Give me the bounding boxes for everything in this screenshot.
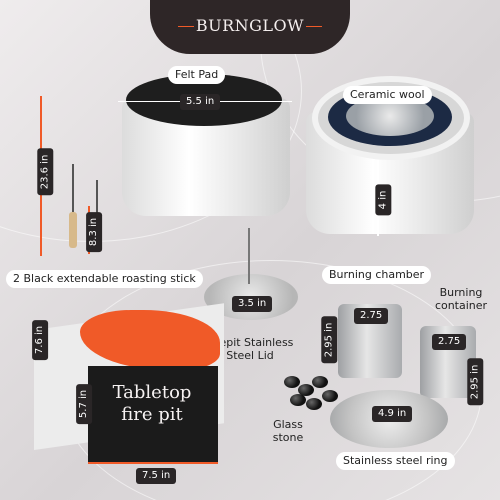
ring-width-dim: 4.9 in [372,406,413,422]
roasting-stick [96,180,98,228]
box-height-dim: 5.7 in [76,383,93,425]
felt-pad-label: Felt Pad [168,66,226,84]
chamber-width-dim: 2.75 [354,308,389,324]
stick-long-dim: 23.6 in [37,148,54,196]
glass-stone [284,376,300,388]
glass-stone [322,390,338,402]
glass-stone [312,376,328,388]
box-title: Tabletop fire pit [112,382,192,425]
box-depth-dim: 7.6 in [32,319,49,361]
chamber-height-dim: 2.95 in [321,316,338,364]
box-width-ruler [88,462,218,464]
brand-line [178,26,194,27]
roasting-stick-handle [69,212,77,248]
glass-stone [298,384,314,396]
burning-chamber-label: Burning chamber [322,266,432,284]
lid-width-dim: 3.5 in [232,296,273,312]
pad-width-dim: 5.5 in [180,94,221,110]
box-width-dim: 7.5 in [136,468,177,484]
stick-short-dim: 8.3 in [86,211,103,253]
brand-header: BURNGLOW [150,0,350,54]
roasting-stick [72,164,74,222]
firepit-lid-label: Firepit Stainless Steel Lid [206,336,294,362]
container-height-dim: 2.95 in [467,358,484,406]
box-front: Tabletop fire pit [88,366,218,462]
glass-stone-label: Glass stone [272,418,304,444]
container-width-dim: 2.75 [432,334,467,350]
ceramic-wool-label: Ceramic wool [343,86,432,104]
lid-handle [248,228,250,284]
brand-title: BURNGLOW [195,16,305,35]
pot-height-dim: 4 in [375,184,392,216]
glass-stone [306,398,322,410]
roasting-stick-label: 2 Black extendable roasting stick [6,270,203,288]
stainless-ring-label: Stainless steel ring [336,452,455,470]
glass-stone [290,394,306,406]
burning-container-label: Burning container [434,286,488,312]
brand-line [306,26,322,27]
